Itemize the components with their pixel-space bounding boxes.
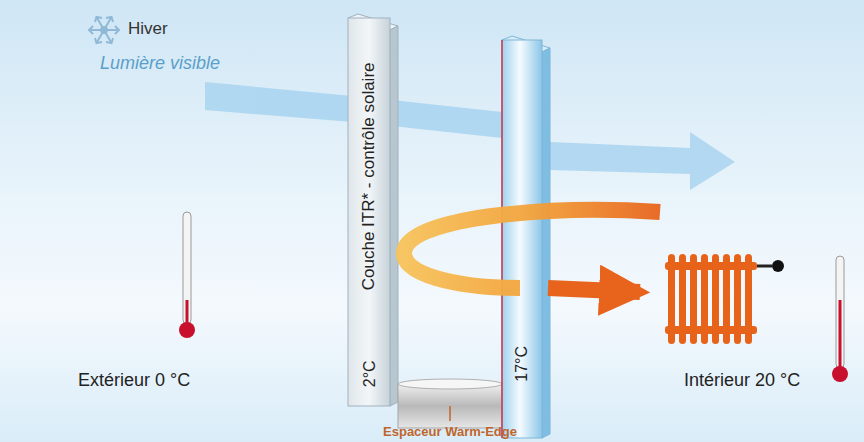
light-band [205,82,735,190]
radiator-fin [668,254,675,344]
radiator-fin [701,254,708,344]
spacer-label: Espaceur Warm-Edge [383,425,517,439]
radiator-fin [734,254,741,344]
radiator-fin [712,254,719,344]
radiator-icon [665,254,784,344]
coating-label: Couche ITR* - contrôle solaire [360,62,379,290]
temperature-label: 17°C [513,346,531,382]
season-label: Hiver [128,20,168,39]
inner-glass-pane [502,36,550,438]
temperature-label: 2°C [360,361,378,388]
radiator-fin [690,254,697,344]
leader-line [449,406,451,421]
indoor-thermometer [832,256,848,382]
indoor-label: Intérieur 20 °C [684,371,800,391]
outdoor-thermometer [179,212,195,338]
snowflake-icon [89,17,119,43]
radiator-fin [723,254,730,344]
outdoor-label: Extérieur 0 °C [78,371,190,391]
radiator-fin [745,254,752,344]
heat-reflection [404,210,660,292]
light-label: Lumière visible [100,54,220,74]
outer-glass-pane [348,14,398,406]
warm-edge-spacer [398,379,502,428]
radiator-fin [679,254,686,344]
